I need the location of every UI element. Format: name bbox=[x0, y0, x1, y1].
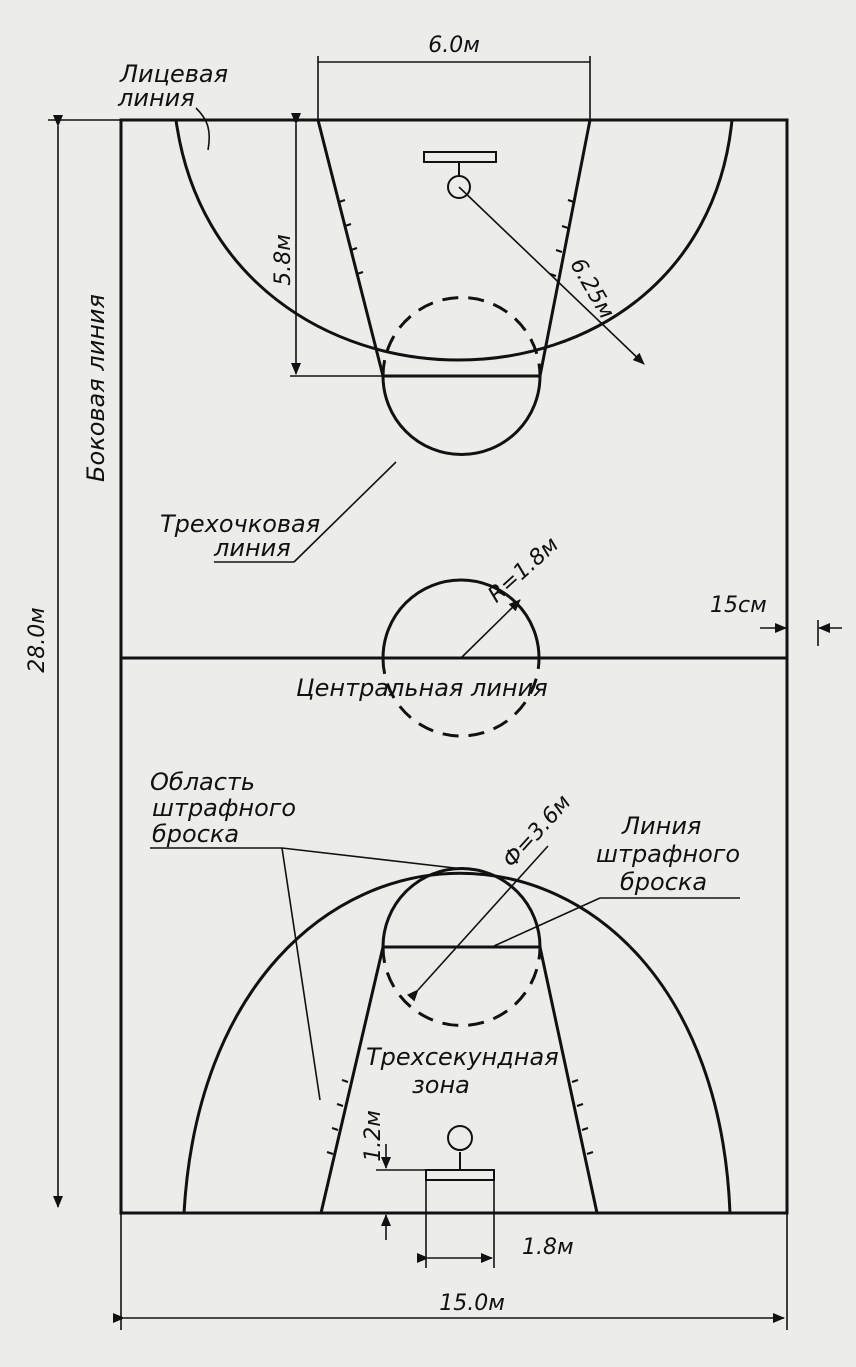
free-throw-line-label-1: Линия bbox=[621, 812, 701, 840]
free-throw-circle-bottom-dashed bbox=[381, 946, 542, 1027]
court-length-label: 28.0м bbox=[25, 607, 50, 673]
center-radius-line bbox=[460, 599, 521, 659]
free-throw-line-label-2: штрафного bbox=[596, 840, 740, 868]
line-width-label: 15см bbox=[710, 593, 767, 618]
center-line-label: Центральная линия bbox=[296, 674, 548, 702]
endline-label-1: Лицевая bbox=[119, 60, 228, 88]
free-throw-circle-top-dashed bbox=[381, 296, 542, 377]
free-throw-area-leader-1 bbox=[281, 847, 473, 871]
three-point-label-2: линия bbox=[213, 534, 291, 562]
restricted-area-bottom bbox=[319, 945, 599, 1215]
backboard-top bbox=[423, 151, 497, 163]
three-point-line-bottom bbox=[182, 871, 732, 1215]
free-throw-area-label-1: Область bbox=[150, 768, 255, 796]
lane-ticks-top bbox=[338, 199, 575, 277]
center-circle-top bbox=[381, 578, 541, 660]
lane-ticks-bottom bbox=[326, 1079, 594, 1155]
rim-top bbox=[447, 175, 471, 199]
free-throw-circle-top-solid bbox=[381, 374, 542, 456]
three-second-label-1: Трехсекундная bbox=[366, 1043, 559, 1071]
free-throw-area-label-3: броска bbox=[152, 820, 239, 848]
court-width-label: 15.0м bbox=[439, 1291, 505, 1316]
three-point-label-1: Трехочковая bbox=[160, 510, 320, 538]
endline-pointer bbox=[195, 107, 211, 151]
endline-label-2: линия bbox=[117, 84, 195, 112]
three-point-line-top bbox=[174, 118, 734, 362]
key-width-label: 6.0м bbox=[428, 33, 480, 58]
board-distance-label: 1.2м bbox=[361, 1110, 386, 1162]
three-point-radius-label: 6.25м bbox=[564, 254, 618, 323]
sideline-label: Боковая линия bbox=[82, 294, 110, 482]
circle-diameter-line bbox=[406, 845, 549, 1002]
three-point-radius-line bbox=[458, 186, 645, 365]
key-length-label: 5.8м bbox=[271, 234, 296, 286]
free-throw-line-leader bbox=[493, 897, 601, 947]
court-boundary bbox=[119, 118, 789, 1215]
center-circle-bottom bbox=[381, 657, 541, 738]
rim-bottom bbox=[447, 1125, 473, 1151]
three-second-label-2: зона bbox=[412, 1071, 470, 1099]
center-radius-label: R=1.8м bbox=[484, 532, 564, 608]
restricted-area-top bbox=[316, 118, 592, 378]
three-point-leader bbox=[293, 461, 397, 563]
backboard-bottom bbox=[425, 1169, 495, 1181]
circle-diameter-label: Ф=3.6м bbox=[498, 790, 576, 873]
board-width-label: 1.8м bbox=[522, 1235, 574, 1260]
free-throw-area-label-2: штрафного bbox=[152, 794, 296, 822]
free-throw-line-label-3: броска bbox=[620, 868, 707, 896]
free-throw-area-leader-2 bbox=[281, 847, 321, 1101]
